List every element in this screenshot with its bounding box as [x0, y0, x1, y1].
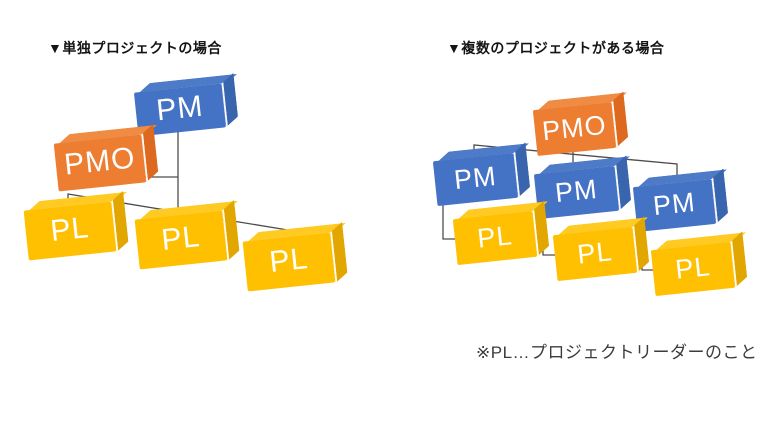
node-pm-multi-3: PM	[632, 168, 729, 233]
node-label: PM	[154, 89, 205, 128]
node-label: PL	[267, 242, 310, 279]
node-label: PL	[673, 250, 712, 285]
box-front-face: PL	[242, 232, 336, 292]
node-pl-multi-3: PL	[650, 231, 748, 297]
box-front-face: PL	[134, 210, 228, 270]
node-label: PMO	[62, 141, 138, 182]
box-front-face: PMO	[53, 134, 147, 192]
multi-project-title: ▼複数のプロジェクトがある場合	[447, 40, 665, 56]
box-front-face: PM	[632, 178, 717, 233]
node-label: PMO	[540, 109, 608, 146]
node-pl-multi-2: PL	[552, 216, 650, 282]
box-front-face: PL	[552, 226, 638, 282]
node-label: PM	[452, 160, 499, 196]
node-pm-multi-2: PM	[533, 155, 632, 220]
single-project-title: ▼単独プロジェクトの場合	[48, 40, 222, 56]
box-front-face: PL	[23, 201, 117, 261]
node-pl-single-1: PL	[23, 190, 129, 261]
node-label: PL	[48, 211, 91, 248]
node-label: PL	[575, 235, 614, 270]
node-pl-single-2: PL	[134, 199, 240, 270]
box-front-face: PM	[533, 165, 620, 220]
node-pmo-multi: PMO	[532, 91, 629, 157]
node-label: PL	[475, 219, 514, 254]
node-pl-single-3: PL	[242, 221, 348, 292]
pl-footnote: ※PL…プロジェクトリーダーのこと	[476, 343, 758, 362]
node-pm-multi-1: PM	[432, 142, 531, 207]
node-label: PM	[651, 186, 698, 222]
connector-pm1-to-pl1	[442, 196, 457, 240]
box-front-face: PL	[452, 210, 538, 266]
node-label: PL	[159, 220, 202, 257]
box-front-face: PMO	[532, 101, 617, 157]
node-pl-multi-1: PL	[452, 200, 550, 266]
node-label: PM	[553, 173, 600, 209]
box-front-face: PM	[432, 152, 519, 207]
node-pmo-single: PMO	[53, 123, 159, 192]
box-front-face: PL	[650, 241, 736, 297]
